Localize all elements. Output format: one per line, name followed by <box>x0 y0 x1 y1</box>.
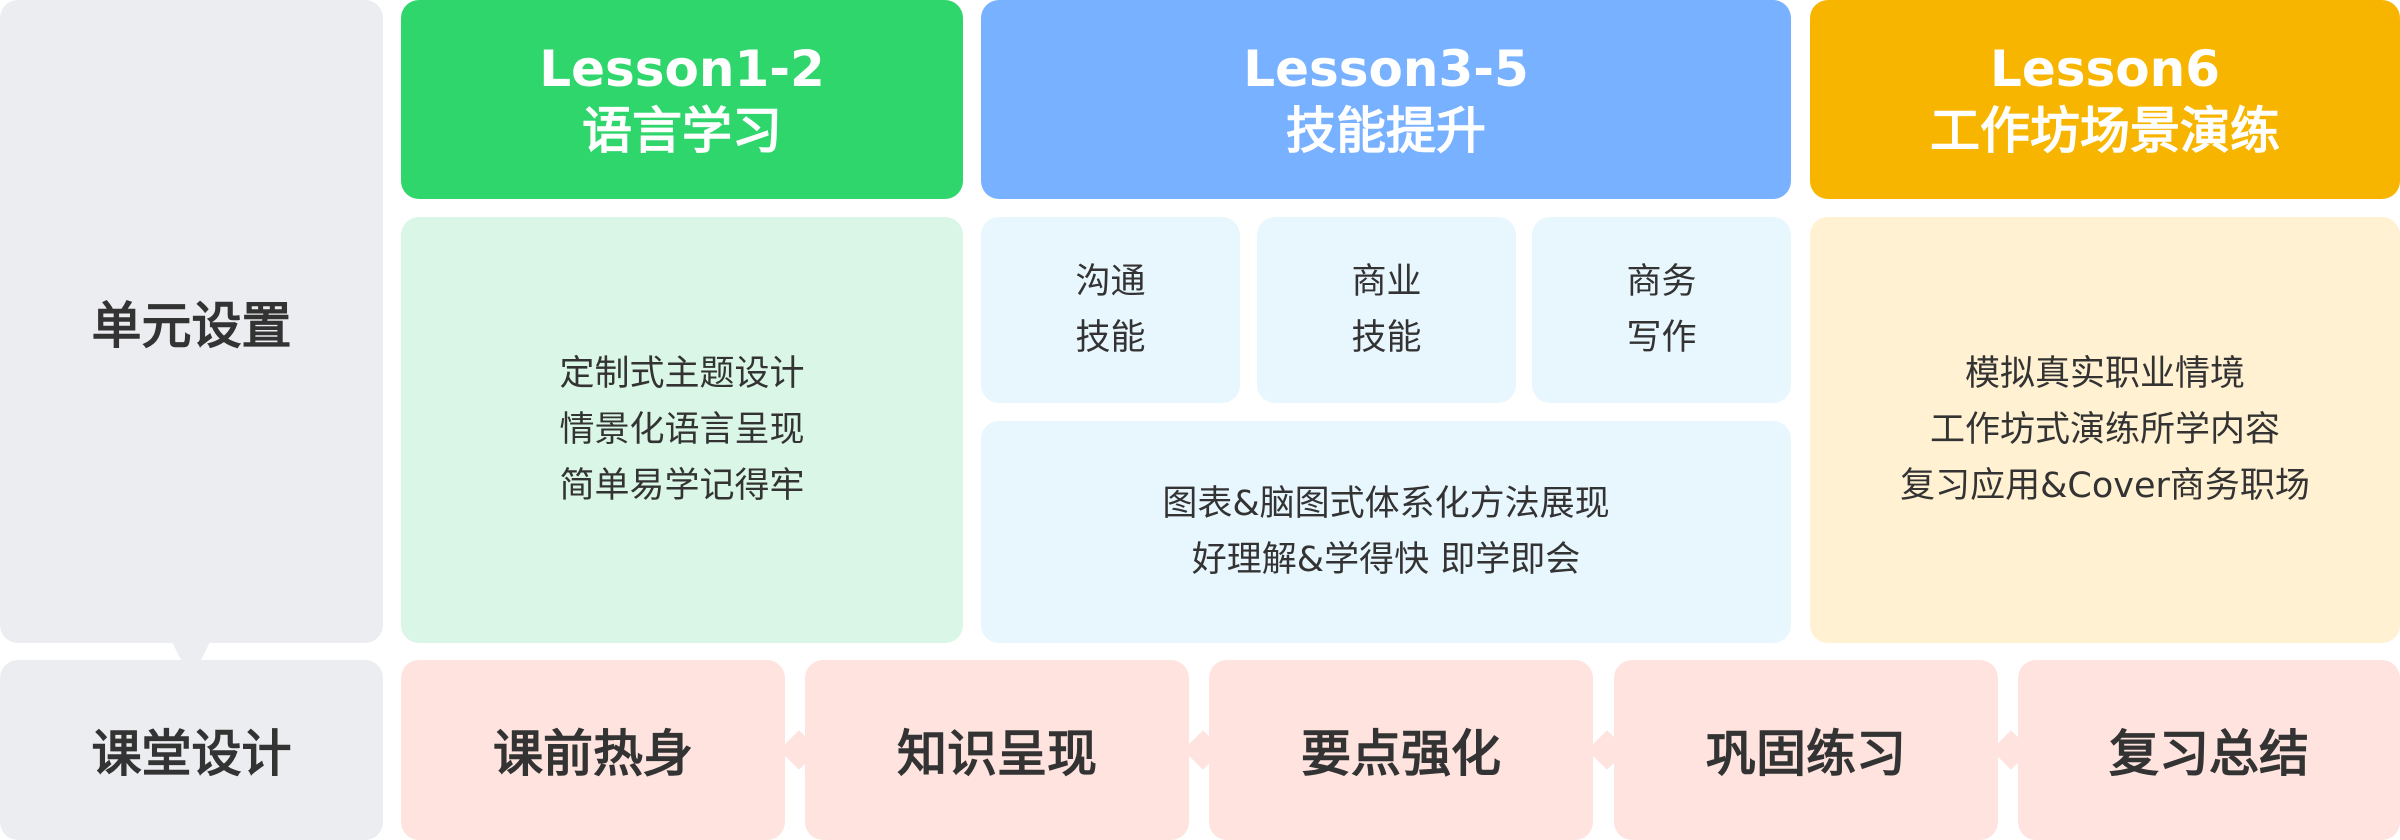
header-lesson3-5: Lesson3-5 技能提升 <box>981 0 1791 199</box>
header-title: Lesson3-5 <box>1243 39 1529 98</box>
lesson6-content: 模拟真实职业情境 工作坊式演练所学内容 复习应用&Cover商务职场 <box>1810 217 2400 643</box>
lesson1-2-content: 定制式主题设计 情景化语言呈现 简单易学记得牢 <box>401 217 963 643</box>
content-line: 好理解&学得快 即学即会 <box>1191 540 1581 580</box>
content-line: 定制式主题设计 <box>559 354 805 394</box>
content-line: 图表&脑图式体系化方法展现 <box>1162 484 1610 524</box>
skill-line: 写作 <box>1626 318 1697 358</box>
content-line: 复习应用&Cover商务职场 <box>1900 466 2310 506</box>
content-line: 模拟真实职业情境 <box>1964 354 2245 394</box>
content-line: 简单易学记得牢 <box>559 466 805 506</box>
skill-line: 商业 <box>1351 262 1422 302</box>
step-warmup: 课前热身 <box>401 660 785 840</box>
skill-communication: 沟通 技能 <box>981 217 1240 403</box>
class-design-text: 课堂设计 <box>91 725 292 783</box>
step-label: 知识呈现 <box>897 725 1097 783</box>
lesson3-5-content: 图表&脑图式体系化方法展现 好理解&学得快 即学即会 <box>981 421 1791 643</box>
content-line: 情景化语言呈现 <box>559 410 805 450</box>
skill-line: 技能 <box>1351 318 1422 358</box>
step-label: 复习总结 <box>2109 725 2309 783</box>
header-title: Lesson6 <box>1989 39 2221 98</box>
unit-settings-label: 单元设置 <box>0 0 383 643</box>
header-subtitle: 技能提升 <box>1286 101 1486 160</box>
step-knowledge: 知识呈现 <box>805 660 1189 840</box>
step-review: 复习总结 <box>2018 660 2400 840</box>
content-line: 工作坊式演练所学内容 <box>1929 410 2280 450</box>
step-label: 要点强化 <box>1301 725 1501 783</box>
skill-line: 沟通 <box>1075 262 1146 302</box>
skill-line: 技能 <box>1075 318 1146 358</box>
step-key-points: 要点强化 <box>1209 660 1593 840</box>
unit-settings-text: 单元设置 <box>91 296 292 355</box>
header-subtitle: 语言学习 <box>582 101 782 160</box>
header-lesson6: Lesson6 工作坊场景演练 <box>1810 0 2400 199</box>
pointer-arrow-icon <box>171 640 211 680</box>
step-practice: 巩固练习 <box>1614 660 1998 840</box>
skill-line: 商务 <box>1626 262 1697 302</box>
step-label: 巩固练习 <box>1706 725 1906 783</box>
header-title: Lesson1-2 <box>539 39 825 98</box>
skill-business: 商业 技能 <box>1257 217 1516 403</box>
skill-writing: 商务 写作 <box>1532 217 1791 403</box>
header-subtitle: 工作坊场景演练 <box>1930 101 2280 160</box>
class-design-label: 课堂设计 <box>0 660 383 840</box>
step-label: 课前热身 <box>493 725 693 783</box>
header-lesson1-2: Lesson1-2 语言学习 <box>401 0 963 199</box>
